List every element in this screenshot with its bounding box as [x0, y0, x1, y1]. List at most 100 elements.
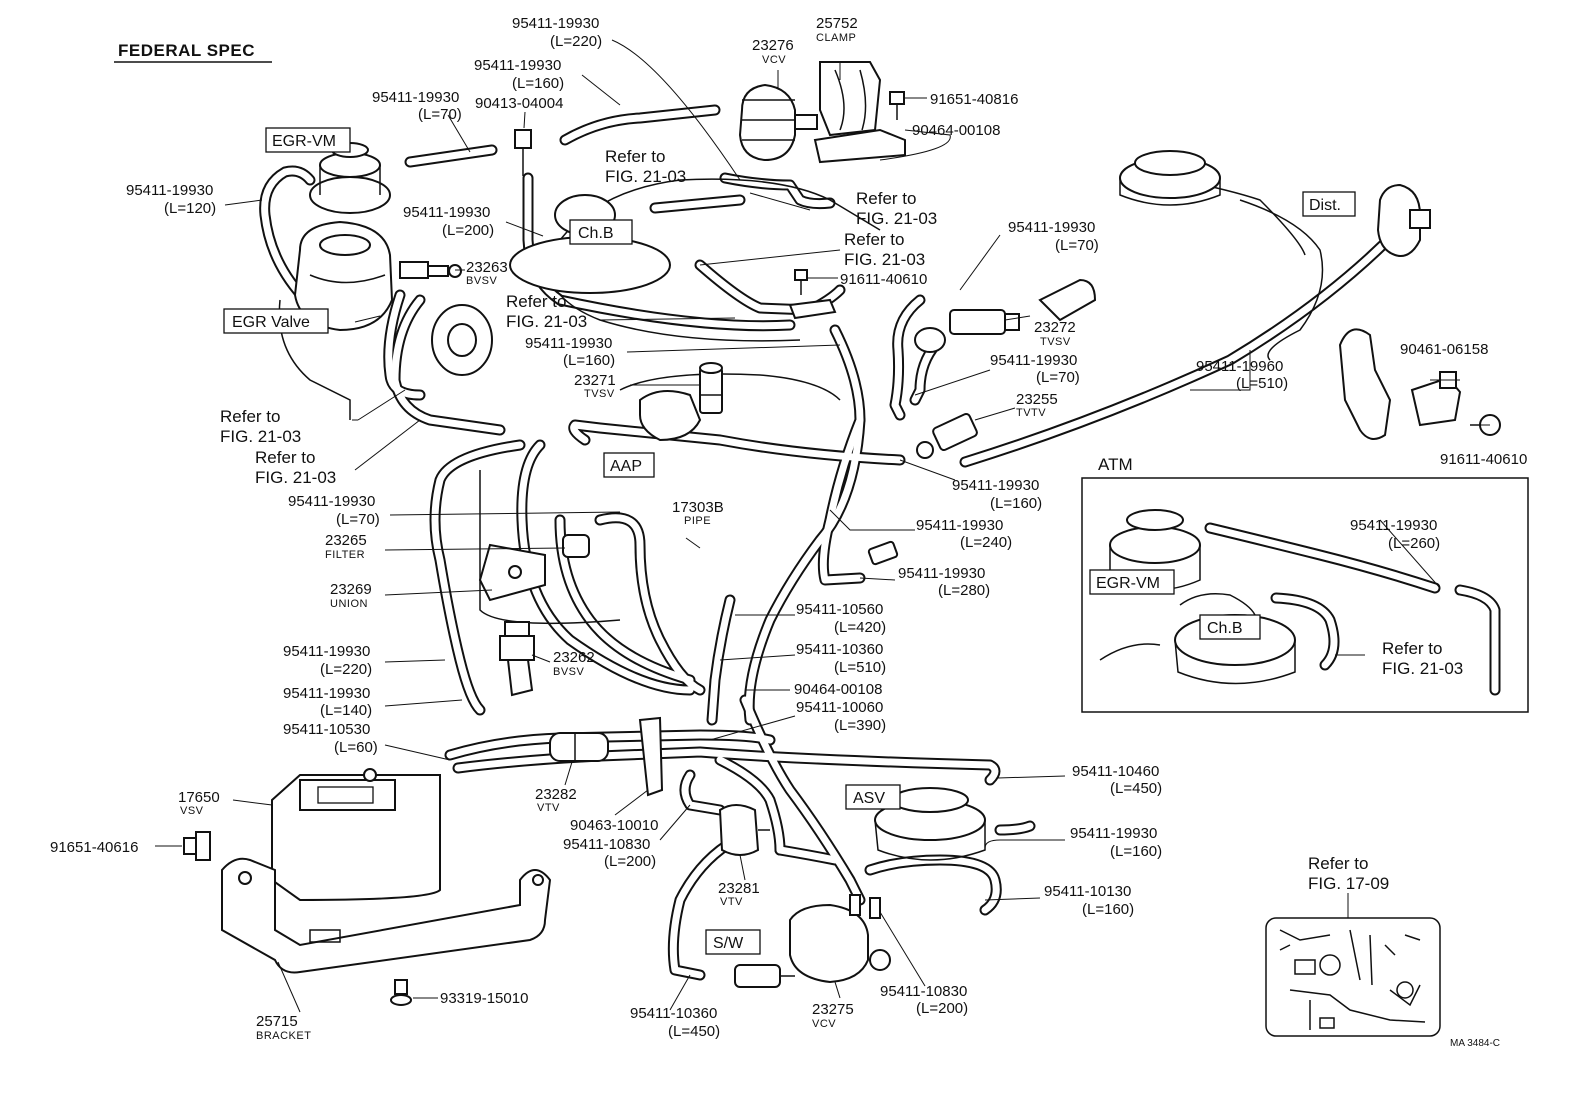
atm-refer-to-label: Refer to: [1382, 639, 1442, 658]
vsv-17650-part: [271, 768, 441, 902]
radiator-cap-part: [1119, 150, 1221, 206]
label-pipe: PIPE: [684, 515, 711, 527]
egr-valve-label: EGR Valve: [232, 314, 310, 331]
label-95411-19930-l220-top: 95411-19930: [512, 15, 599, 32]
label-17650: 17650: [178, 789, 220, 806]
refer-to-label-1: Refer to: [605, 147, 665, 166]
label-l200-right: (L=200): [916, 1000, 968, 1017]
egr-vm-box: [265, 127, 351, 153]
egr-valve-box: [223, 308, 329, 334]
atm-refer-to-fig: FIG. 21-03: [1382, 659, 1463, 678]
egr-vm-label: EGR-VM: [272, 133, 336, 150]
tvsv-23271-part: [699, 362, 723, 414]
label-23275: 23275: [812, 1001, 854, 1018]
tvsv-23272-part: [914, 278, 1097, 353]
label-91651-40616: 91651-40616: [50, 839, 138, 856]
refer-to-fig-6: FIG. 21-03: [255, 468, 336, 487]
label-union: UNION: [330, 598, 368, 610]
label-25752: 25752: [816, 15, 858, 32]
label-95411-19930-l70-lower: 95411-19930: [288, 493, 375, 510]
label-l160-top: (L=160): [512, 75, 564, 92]
egr-valve-part: [293, 220, 394, 332]
label-95411-10360-l510: 95411-10360: [796, 641, 883, 658]
label-95411-19930-l280: 95411-19930: [898, 565, 985, 582]
label-95411-10830-right: 95411-10830: [880, 983, 967, 1000]
label-95411-19930-l160-top: 95411-19930: [474, 57, 561, 74]
label-tvsv-right: TVSV: [1040, 336, 1071, 348]
label-l510-top: (L=510): [1236, 375, 1288, 392]
label-95411-19930-l120: 95411-19930: [126, 182, 213, 199]
refer-to-label-4: Refer to: [506, 292, 566, 311]
label-l160-bottom: (L=160): [1082, 901, 1134, 918]
refer-to-fig-4: FIG. 21-03: [506, 312, 587, 331]
label-clamp: CLAMP: [816, 32, 856, 44]
label-95411-19930-l70-right: 95411-19930: [1008, 219, 1095, 236]
bolt-93319-15010-part: [390, 979, 412, 1006]
label-l450-right: (L=450): [1110, 780, 1162, 797]
label-l450-bottom: (L=450): [668, 1023, 720, 1040]
label-l140: (L=140): [320, 702, 372, 719]
label-91611-40610-right: 91611-40610: [1440, 451, 1527, 468]
hose-network: [259, 104, 1501, 981]
label-l160-right: (L=160): [990, 495, 1042, 512]
label-l120: (L=120): [164, 200, 216, 217]
asv-part: [874, 787, 986, 861]
label-23255: 23255: [1016, 391, 1058, 408]
label-95411-10530: 95411-10530: [283, 721, 370, 738]
dist-label: Dist.: [1309, 197, 1341, 214]
label-95411-10460: 95411-10460: [1072, 763, 1159, 780]
refer-to-fig-3: FIG. 21-03: [844, 250, 925, 269]
switch-part: [734, 964, 795, 988]
label-l510-lower: (L=510): [834, 659, 886, 676]
label-l160-lower: (L=160): [1110, 843, 1162, 860]
label-vtv-right: VTV: [720, 896, 743, 908]
bolt-91651-40816-part: [889, 91, 905, 120]
reference-code: MA 3484-C: [1450, 1038, 1500, 1049]
union-23269-part: [478, 543, 546, 602]
label-l70-right: (L=70): [1055, 237, 1099, 254]
part-labels: 95411-19930 (L=220) 25752 CLAMP 23276 VC…: [50, 15, 1527, 1042]
dist-box: [1302, 191, 1356, 217]
asv-label: ASV: [853, 790, 885, 807]
label-l390: (L=390): [834, 717, 886, 734]
label-95411-19930-l70-left: 95411-19930: [372, 89, 459, 106]
fig-17-09-thumbnail: Refer to FIG. 17-09 MA 3484-C: [1265, 854, 1500, 1049]
aap-label: AAP: [610, 458, 642, 475]
label-l200: (L=200): [442, 222, 494, 239]
clamp-25752-part: [819, 61, 882, 137]
atm-chb-label: Ch.B: [1207, 620, 1243, 637]
label-90464-00108-top: 90464-00108: [912, 122, 1000, 139]
atm-title: ATM: [1098, 455, 1133, 474]
asv-box: [845, 784, 901, 810]
label-l70-left: (L=70): [418, 106, 462, 123]
label-23263: 23263: [466, 259, 508, 276]
vcv-23275-part: [789, 894, 891, 984]
label-l160-mid: (L=160): [563, 352, 615, 369]
label-filter: FILTER: [325, 549, 365, 561]
sw-box: [705, 929, 761, 955]
chb-box: [569, 219, 633, 245]
label-91611-40610-top: 91611-40610: [840, 271, 927, 288]
vacuum-diaphragm-part: [431, 304, 493, 376]
label-23265: 23265: [325, 532, 367, 549]
label-bvsv-top: BVSV: [466, 275, 498, 287]
refer-to-fig-2: FIG. 21-03: [856, 209, 937, 228]
label-23272: 23272: [1034, 319, 1076, 336]
label-l200-left: (L=200): [604, 853, 656, 870]
label-95411-10060: 95411-10060: [796, 699, 883, 716]
label-95411-19930-l160-right: 95411-19930: [952, 477, 1039, 494]
tvtv-23255-part: [916, 412, 978, 459]
label-25715: 25715: [256, 1013, 298, 1030]
label-l220-lower: (L=220): [320, 661, 372, 678]
filter-23265-part: [562, 534, 590, 558]
aap-box: [603, 452, 655, 478]
label-95411-19930-l200: 95411-19930: [403, 204, 490, 221]
label-95411-19930-l160-lower: 95411-19930: [1070, 825, 1157, 842]
diagram-title: FEDERAL SPEC: [118, 41, 255, 60]
label-l70-mid: (L=70): [1036, 369, 1080, 386]
atm-frame: [1081, 477, 1529, 713]
bvsv-23263-part: [399, 261, 462, 279]
vtv-23282-part: [549, 732, 609, 762]
label-90413-04004: 90413-04004: [475, 95, 563, 112]
